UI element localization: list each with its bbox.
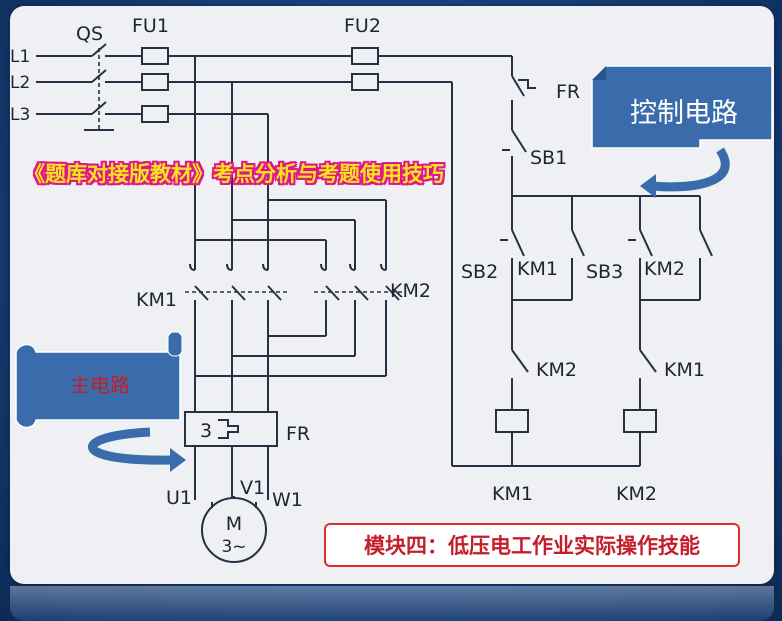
motor-m-label: M xyxy=(226,513,242,535)
sb2-label: SB2 xyxy=(461,261,498,283)
coil-km2-label: KM2 xyxy=(616,483,657,505)
motor-ac-label: 3~ xyxy=(221,537,246,557)
main-circuit-text: 主电路 xyxy=(70,373,130,397)
main-circuit-callout: 主电路 xyxy=(15,331,186,472)
module-banner-text: 模块四：低压电工作业实际操作技能 xyxy=(364,533,700,558)
control-circuit-wiring xyxy=(451,56,713,467)
km2-interlock-label: KM2 xyxy=(536,359,577,381)
fu2-fuses xyxy=(351,47,379,91)
supply-lines xyxy=(36,55,512,115)
km1-aux-label: KM1 xyxy=(517,258,558,280)
fr-three-label: 3 xyxy=(200,420,212,442)
control-circuit-text: 控制电路 xyxy=(630,98,738,129)
qs-label: QS xyxy=(76,23,103,45)
l1-label: L1 xyxy=(10,47,30,67)
km1-main-label: KM1 xyxy=(136,289,177,311)
motor: M 3~ xyxy=(201,496,267,563)
sb3-label: SB3 xyxy=(586,261,623,283)
km1-interlock-label: KM1 xyxy=(664,359,705,381)
module-banner: 模块四：低压电工作业实际操作技能 xyxy=(324,523,740,567)
circuit-labels: QS FU1 FU2 L1 L2 L3 FR SB1 SB2 KM1 SB3 K… xyxy=(10,15,705,511)
fr-control-label: FR xyxy=(556,81,580,103)
main-curved-arrow-icon xyxy=(88,427,173,465)
w1-label: W1 xyxy=(272,489,303,511)
km2-main-label: KM2 xyxy=(390,280,431,302)
main-circuit-wiring xyxy=(184,56,404,500)
main-arrow-head-icon xyxy=(170,448,186,472)
u1-label: U1 xyxy=(166,487,192,509)
l3-label: L3 xyxy=(10,105,30,125)
l2-label: L2 xyxy=(10,73,30,93)
v1-label: V1 xyxy=(240,477,265,499)
sb1-label: SB1 xyxy=(530,147,567,169)
km2-aux-label: KM2 xyxy=(644,258,685,280)
fu1-fuses xyxy=(141,47,169,123)
fu1-label: FU1 xyxy=(132,15,169,37)
control-arrow-head-icon xyxy=(640,174,656,198)
control-circuit-callout: 控制电路 xyxy=(591,65,773,198)
control-curved-arrow-icon xyxy=(651,147,730,192)
fr-main-label: FR xyxy=(286,423,310,445)
qs-switch xyxy=(84,43,114,131)
panel-reflection xyxy=(10,586,774,621)
textbook-title-overlay: 《题库对接版教材》考点分析与考题使用技巧 xyxy=(24,162,444,186)
fu2-label: FU2 xyxy=(344,15,381,37)
coil-km1-label: KM1 xyxy=(492,483,533,505)
